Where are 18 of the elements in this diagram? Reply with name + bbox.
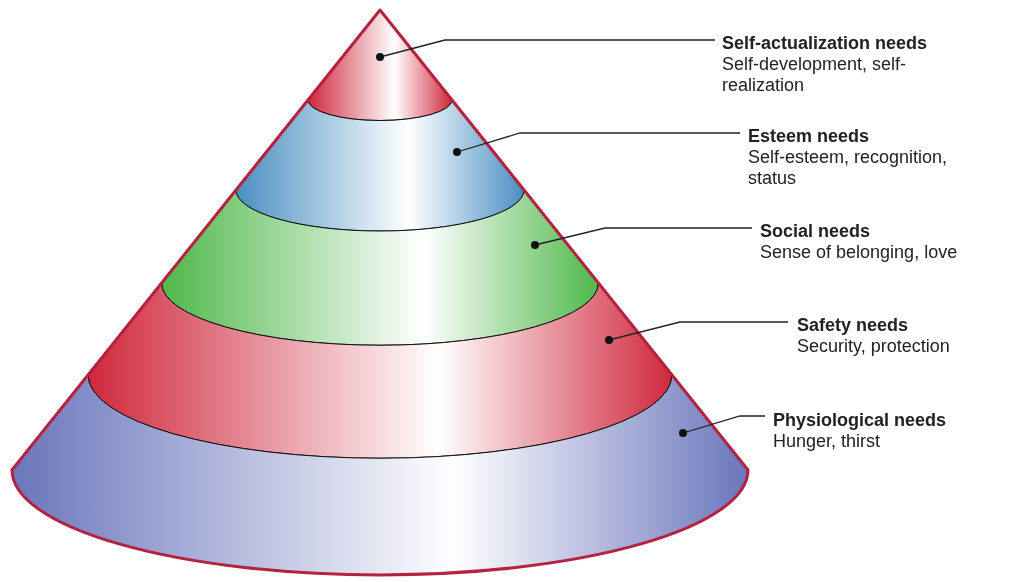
- level-description: Hunger, thirst: [773, 431, 882, 452]
- level-description: Security, protection: [797, 336, 951, 357]
- leader-line: [376, 39, 716, 61]
- leader-line: [679, 415, 766, 437]
- leader-line: [605, 321, 789, 344]
- cone-band: [87, 282, 673, 459]
- level-description: Self-esteem, recognition, status: [748, 147, 949, 189]
- level-description: Self-development, self-realization: [722, 54, 908, 96]
- leader-line: [531, 227, 753, 249]
- level-heading: Safety needs: [797, 315, 910, 336]
- cone-band: [161, 189, 599, 346]
- leader-line: [453, 132, 741, 156]
- level-heading: Self-actualization needs: [722, 33, 929, 54]
- level-heading: Physiological needs: [773, 410, 948, 431]
- cone-band: [11, 374, 749, 576]
- level-heading: Social needs: [760, 221, 872, 242]
- level-heading: Esteem needs: [748, 126, 871, 147]
- level-description: Sense of belonging, love: [760, 242, 959, 263]
